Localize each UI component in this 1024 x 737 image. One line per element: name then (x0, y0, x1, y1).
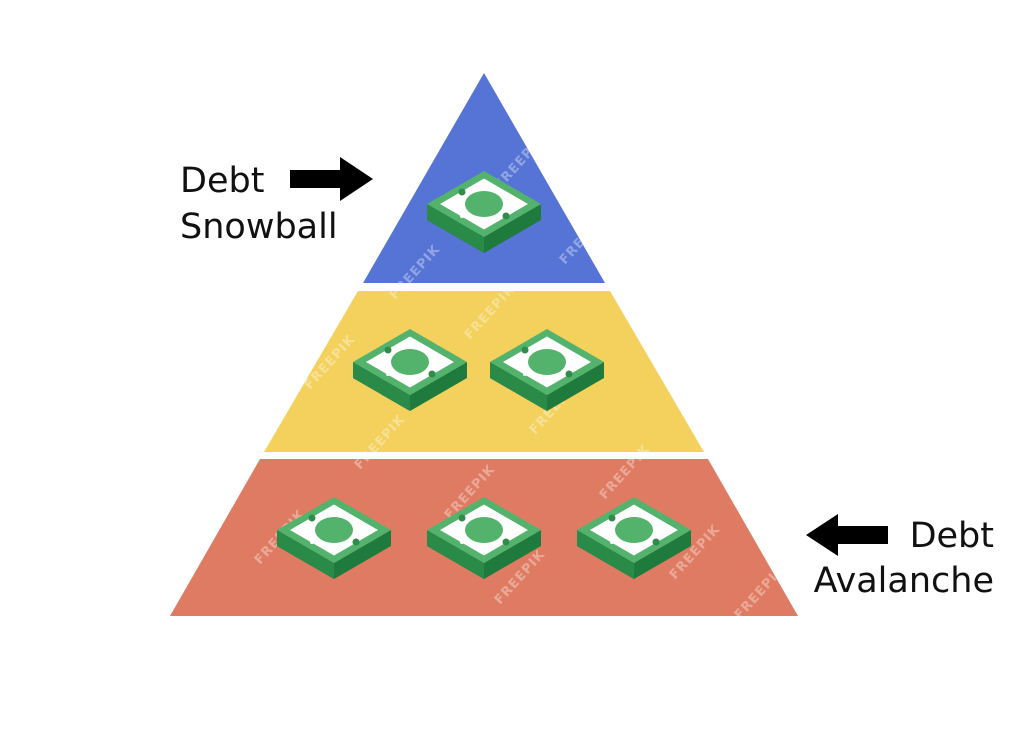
snowball-label-line2: Snowball (180, 207, 338, 247)
arrow-left-icon (806, 514, 888, 556)
avalanche-label-line1: Debt (910, 516, 994, 556)
snowball-label-line1: Debt (180, 161, 264, 201)
tier-middle (264, 291, 704, 452)
arrow-right-icon (290, 157, 373, 201)
avalanche-label-line2: Avalanche (814, 561, 994, 601)
